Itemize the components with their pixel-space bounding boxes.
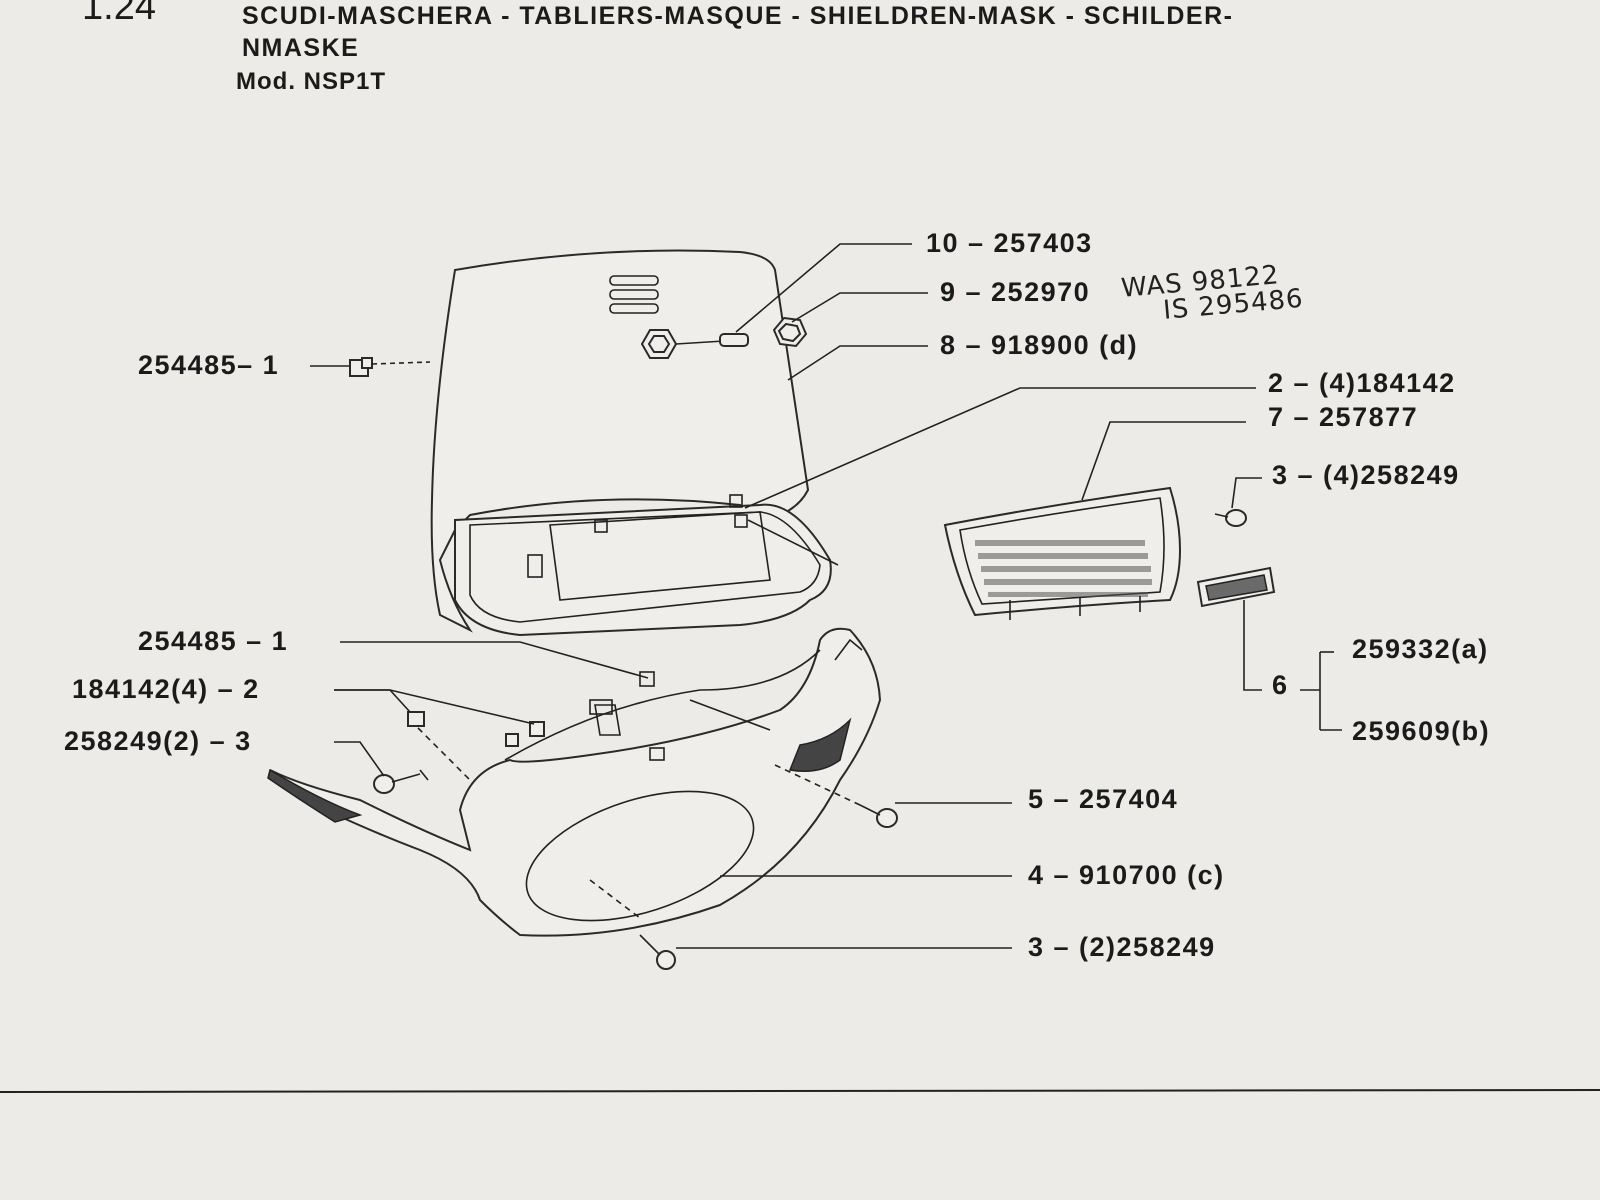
callout-4: 4 – 910700 (c) (1028, 860, 1225, 890)
callout-3-lower: 258249(2) – 3 (64, 726, 252, 756)
callout-7: 7 – 257877 (1268, 402, 1419, 432)
callout-2-right: 2 – (4)184142 (1268, 368, 1456, 398)
page-title-line2: NMASKE (242, 34, 360, 62)
grille-slots (975, 540, 1152, 597)
callout-6b: 259609(b) (1352, 716, 1491, 746)
callout-1-top: 254485– 1 (138, 350, 280, 380)
page-title-line1: SCUDI-MASCHERA - TABLIERS-MASQUE - SHIEL… (242, 2, 1234, 30)
callout-5: 5 – 257404 (1028, 784, 1179, 814)
lower-fasteners (373, 711, 898, 970)
callout-6a: 259332(a) (1352, 634, 1489, 664)
callout-3-bottom: 3 – (2)258249 (1028, 932, 1216, 962)
badge-part (1196, 566, 1276, 608)
callout-9: 9 – 252970 (940, 277, 1091, 307)
section-number: 1.24 (82, 0, 156, 28)
clip-top (349, 357, 431, 377)
callout-10: 10 – 257403 (926, 228, 1093, 258)
callout-6: 6 (1272, 670, 1289, 700)
callout-8: 8 – 918900 (d) (940, 330, 1139, 360)
horn-cover-part (267, 627, 882, 937)
leader-lines (310, 243, 1342, 949)
leg-shield-part (430, 249, 839, 637)
emblem-and-nut (640, 316, 808, 359)
grille-part (943, 486, 1247, 620)
model-label: Mod. NSP1T (236, 68, 387, 95)
callout-3-right: 3 – (4)258249 (1272, 460, 1460, 490)
bottom-rule (0, 1089, 1600, 1093)
callout-1-lower: 254485 – 1 (138, 626, 289, 656)
callout-2-lower: 184142(4) – 2 (72, 674, 260, 704)
